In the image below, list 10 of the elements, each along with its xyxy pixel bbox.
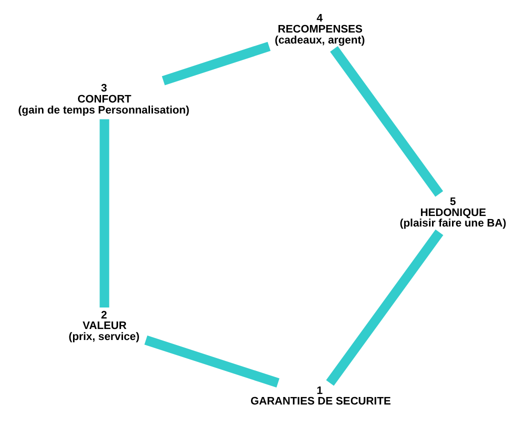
connector — [330, 46, 444, 197]
connector — [144, 336, 280, 388]
connector — [326, 230, 444, 386]
node-text: 2 VALEUR (prix, service) — [68, 309, 140, 344]
node-text: 3 CONFORT (gain de temps Personnalisation) — [18, 82, 190, 116]
connector — [162, 42, 271, 86]
connector — [100, 119, 110, 308]
node-text: 5 HEDONIQUE (plaisir faire une BA) — [400, 196, 506, 230]
node-text: 1 GARANTIES DE SECURITE — [250, 384, 391, 408]
node-text: 4 RECOMPENSES (cadeaux, argent) — [274, 12, 365, 46]
